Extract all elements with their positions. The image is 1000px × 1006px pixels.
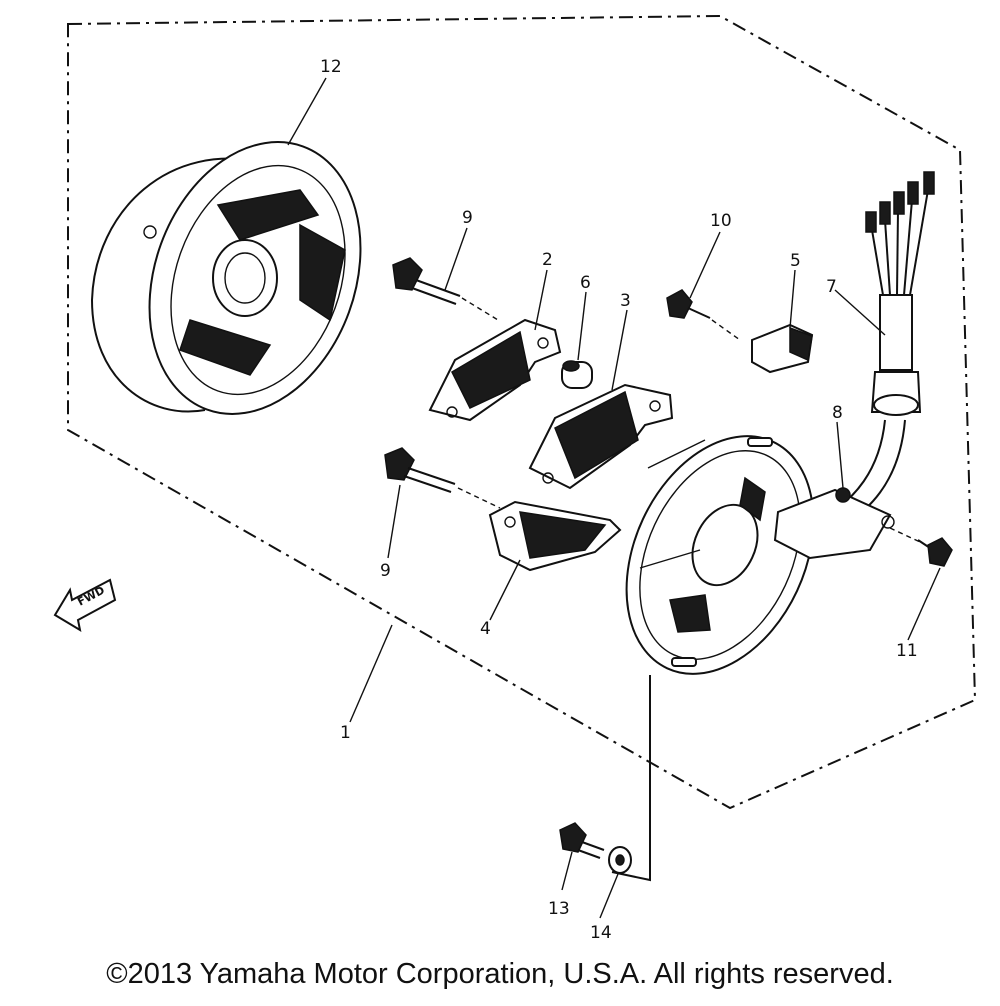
- screw-10: [666, 289, 741, 341]
- stator-bolt-leader: [611, 675, 651, 882]
- callout-5: 5: [790, 251, 801, 271]
- stator-base-plate: [625, 435, 815, 675]
- leader-lines: [287, 77, 941, 919]
- collar-6: [561, 360, 593, 389]
- callout-4: 4: [480, 619, 491, 639]
- pickup-coil-4: [488, 500, 622, 572]
- screw-11: [889, 527, 953, 567]
- copyright-notice: ©2013 Yamaha Motor Corporation, U.S.A. A…: [106, 958, 894, 990]
- callout-11: 11: [896, 641, 918, 661]
- callout-2: 2: [542, 250, 553, 270]
- screw-upper: [392, 257, 499, 321]
- neutral-switch-5: [751, 323, 814, 374]
- coil-3: [528, 383, 674, 490]
- callout-6: 6: [580, 273, 591, 293]
- assembly-boundary: [67, 14, 977, 810]
- callout-14: 14: [590, 923, 612, 943]
- callout-8: 8: [832, 403, 843, 423]
- bolt-13: [559, 822, 605, 859]
- rotor-flywheel: [90, 141, 362, 415]
- callout-13: 13: [548, 899, 570, 919]
- callout-1: 1: [340, 723, 351, 743]
- callout-7: 7: [826, 277, 837, 297]
- callout-9-upper: 9: [462, 208, 473, 228]
- fwd-arrow-icon: FWD: [53, 578, 117, 633]
- lead-wire-7: [819, 171, 935, 536]
- callout-10: 10: [710, 211, 732, 231]
- callout-12: 12: [320, 57, 342, 77]
- washer-14: [608, 846, 632, 874]
- screw-lower: [384, 447, 501, 509]
- callout-3: 3: [620, 291, 631, 311]
- callout-9-lower: 9: [380, 561, 391, 581]
- exploded-parts-diagram: FWD 12 9 2 6 3 10 5 7 8 9 4 11 1 13 14: [53, 14, 977, 943]
- coil-2: [428, 318, 562, 422]
- clamp-8: [773, 487, 895, 560]
